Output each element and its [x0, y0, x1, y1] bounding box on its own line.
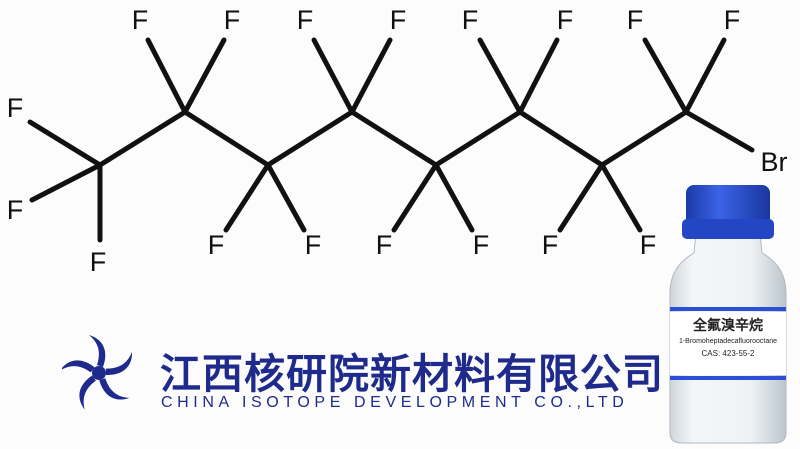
atom-f: F: [627, 5, 644, 35]
atom-f: F: [90, 247, 107, 277]
cas-number: CAS: 423-55-2: [701, 349, 755, 358]
atom-f: F: [297, 5, 314, 35]
company-logo-icon: [62, 335, 136, 410]
atom-f: F: [7, 195, 24, 225]
carbon-backbone: [97, 109, 755, 168]
atom-f: F: [640, 230, 657, 260]
product-bottle: [669, 185, 787, 444]
atom-f: F: [7, 93, 24, 123]
atom-f: F: [305, 230, 322, 260]
chemical-structure: F F F F F F F F F F F F F F F F F Br: [7, 5, 788, 277]
atom-f: F: [208, 230, 225, 260]
atom-f: F: [376, 230, 393, 260]
atom-f: F: [557, 5, 574, 35]
atom-f: F: [462, 5, 479, 35]
atom-f: F: [224, 5, 241, 35]
atom-f: F: [390, 5, 407, 35]
company-name-chinese: 江西核研院新材料有限公司: [160, 350, 664, 398]
company-name-english: CHINA ISOTOPE DEVELOPMENT CO.,LTD: [161, 394, 629, 411]
atom-f: F: [473, 230, 490, 260]
atom-br: Br: [761, 147, 788, 177]
product-name-chinese: 全氟溴辛烷: [693, 318, 763, 334]
atom-f: F: [132, 5, 149, 35]
fluorine-bonds: [27, 37, 727, 243]
product-name-english: 1-Bromoheptadecafluorooctane: [678, 338, 778, 345]
atom-f: F: [542, 230, 559, 260]
bottle-label: 全氟溴辛烷 1-Bromoheptadecafluorooctane CAS: …: [668, 312, 788, 374]
atom-labels: F F F F F F F F F F F F F F F F F Br: [7, 5, 788, 277]
atom-f: F: [724, 5, 741, 35]
